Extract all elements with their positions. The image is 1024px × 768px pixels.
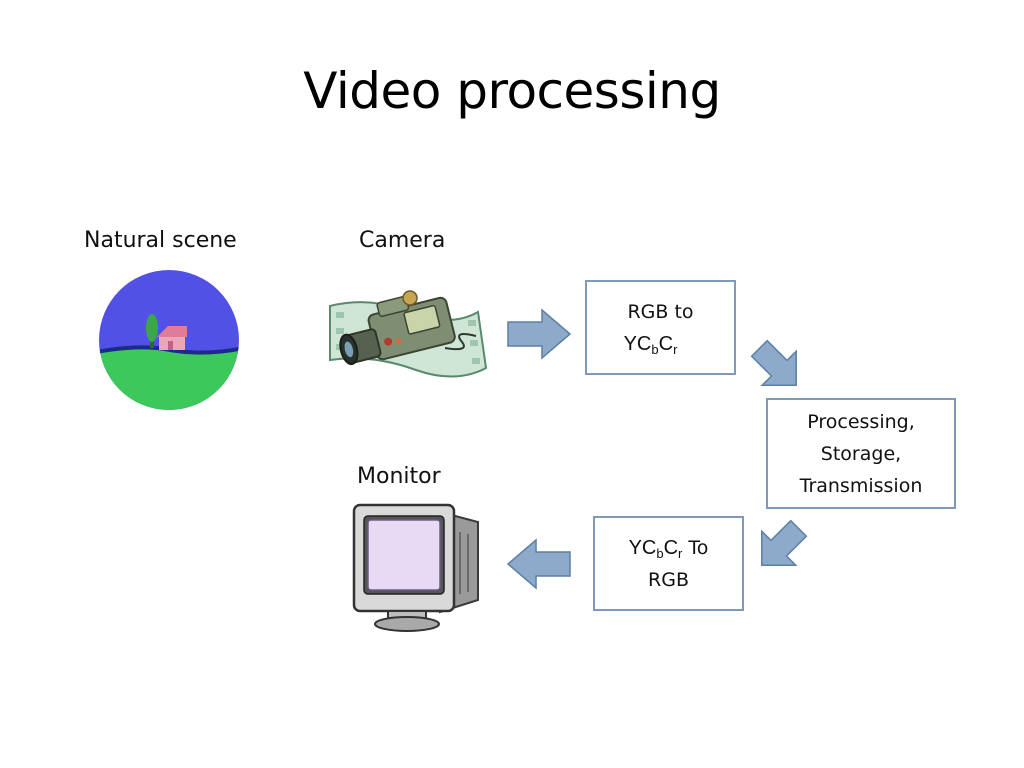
natural-scene-label: Natural scene bbox=[84, 228, 237, 253]
rgb-to-ycbcr-box: RGB to YCbCr bbox=[585, 280, 736, 375]
slide-title: Video processing bbox=[303, 62, 721, 120]
rgb-line: RGB bbox=[648, 568, 689, 591]
arrow-left-icon bbox=[506, 538, 571, 590]
storage-line: Storage, bbox=[820, 442, 902, 465]
arrow-down-right-icon bbox=[750, 339, 797, 386]
processing-box: Processing, Storage, Transmission bbox=[766, 398, 956, 509]
ycbcr-label: YCbCr bbox=[623, 332, 678, 357]
ycbcr-to-rgb-box: YCbCr To RGB bbox=[593, 516, 744, 611]
rgb-to-line: RGB to bbox=[627, 300, 694, 323]
arrow-right-icon bbox=[507, 308, 572, 360]
camera-label: Camera bbox=[359, 228, 446, 253]
transmission-line: Transmission bbox=[799, 474, 923, 497]
ycbcr-to-line: YCbCr To bbox=[628, 536, 709, 561]
processing-line: Processing, bbox=[807, 410, 915, 433]
arrow-down-left-icon bbox=[761, 519, 808, 566]
monitor-label: Monitor bbox=[357, 464, 441, 489]
